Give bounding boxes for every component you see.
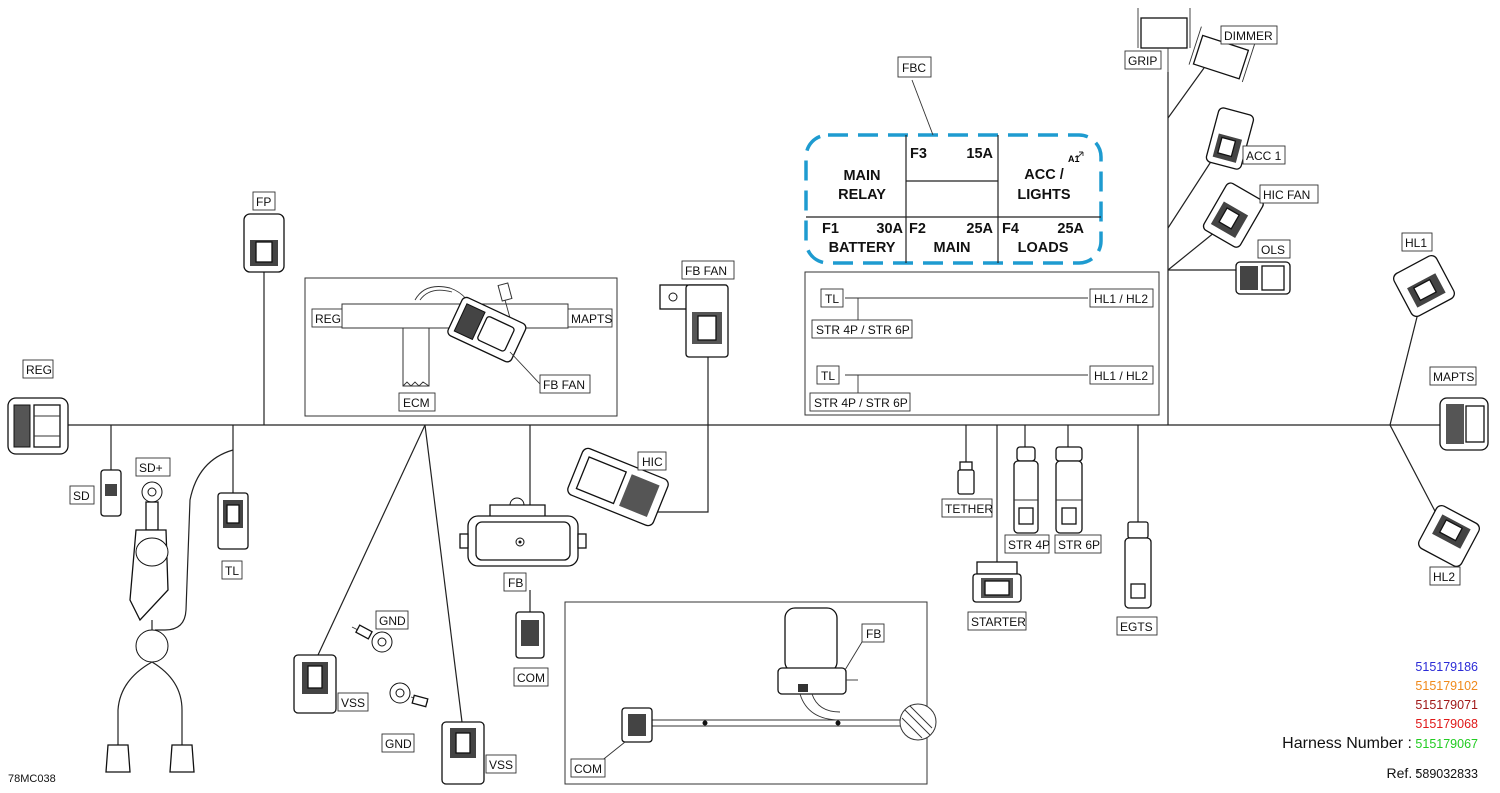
label-sd: SD: [73, 489, 90, 503]
fbc-f1-name: BATTERY: [829, 240, 896, 256]
fbc-f2-name: MAIN: [933, 240, 970, 256]
harness-number-5: 515179067: [1415, 737, 1478, 751]
inset-com-com-label: COM: [574, 762, 602, 776]
fbc-f4-rating: 25A: [1057, 221, 1084, 237]
inset-tl-hl: TL HL1 / HL2 STR 4P / STR 6P TL HL1 / HL…: [804, 271, 1160, 416]
fbc-f2-rating: 25A: [966, 221, 993, 237]
label-com: COM: [517, 671, 545, 685]
label-grip: GRIP: [1128, 54, 1157, 68]
fbc-acc-line2: LIGHTS: [1017, 187, 1070, 203]
harness-number-1: 515179186: [1415, 660, 1478, 674]
inset-com-fb: FB COM: [564, 601, 937, 785]
module-fb: [459, 497, 587, 567]
harness-number-2: 515179102: [1415, 679, 1478, 693]
fbc-f3: F3: [910, 146, 927, 162]
label-hic-fan: HIC FAN: [1263, 188, 1310, 202]
connector-starter: [972, 561, 1022, 603]
connector-acc1: [1205, 107, 1255, 170]
fbc-f4-name: LOADS: [1018, 240, 1069, 256]
connector-vss-2: [441, 721, 485, 785]
label-hl1: HL1: [1405, 236, 1427, 250]
fbc-tag-box: [897, 56, 932, 78]
fbc-f1: F1: [822, 221, 839, 237]
fuse-box-fbc: FBC MAIN RELAY F3 15A ACC / LIGHTS A1 F1…: [804, 56, 1103, 265]
inset-str-2: STR 4P / STR 6P: [814, 396, 908, 410]
label-str6p: STR 6P: [1058, 538, 1100, 552]
label-tl: TL: [225, 564, 239, 578]
connector-egts: [1124, 521, 1152, 609]
label-tether: TETHER: [945, 502, 993, 516]
inset1-ecm: ECM: [403, 396, 430, 410]
label-sd-plus: SD+: [139, 461, 163, 475]
connector-vss-1: [293, 654, 337, 714]
connector-tether: [957, 461, 975, 495]
label-mapts: MAPTS: [1433, 370, 1474, 384]
connector-ols: [1235, 261, 1291, 295]
fbc-tag: FBC: [902, 61, 926, 75]
fbc-outline: [804, 133, 1103, 265]
connector-grip: [1137, 8, 1191, 72]
connector-sd-plus: [105, 481, 195, 773]
fbc-f4: F4: [1002, 221, 1019, 237]
inset-ecm-fbfan: REG MAPTS ECM FB FAN: [304, 277, 618, 417]
label-fb-fan: FB FAN: [685, 264, 727, 278]
harness-number-label: Harness Number :: [1282, 735, 1412, 752]
inset1-fb-fan: FB FAN: [543, 378, 585, 392]
connector-mapts: [1439, 397, 1489, 451]
label-vss-1: VSS: [341, 696, 365, 710]
footer: 78MC038 515179186 515179102 515179071 51…: [8, 660, 1478, 785]
inset-hl-1: HL1 / HL2: [1094, 292, 1148, 306]
fbc-main-relay-line2: RELAY: [838, 187, 886, 203]
connector-hic: [567, 447, 669, 527]
connector-hic-fan: [1202, 182, 1264, 248]
label-fb: FB: [508, 576, 523, 590]
fbc-f1-rating: 30A: [876, 221, 903, 237]
label-dimmer: DIMMER: [1224, 29, 1273, 43]
inset-tl-2: TL: [821, 369, 835, 383]
gnd-ring-2: [389, 682, 429, 708]
label-gnd-1: GND: [379, 614, 406, 628]
harness-number-4: 515179068: [1415, 717, 1478, 731]
connector-fp: [243, 213, 285, 273]
fbc-main-relay-line1: MAIN: [843, 168, 880, 184]
connector-hl1: [1393, 255, 1455, 317]
inset1-reg: REG: [315, 312, 341, 326]
label-acc1: ACC 1: [1246, 149, 1282, 163]
label-str4p: STR 4P: [1008, 538, 1050, 552]
connector-tl: [217, 492, 249, 550]
label-hic: HIC: [642, 455, 663, 469]
arrow-icon: [1076, 151, 1084, 159]
connector-reg: [7, 397, 69, 455]
label-starter: STARTER: [971, 615, 1026, 629]
ref-value: 589032833: [1415, 767, 1478, 781]
label-ols: OLS: [1261, 243, 1285, 257]
connector-str4p: [1013, 446, 1039, 534]
inset-tl-1: TL: [825, 292, 839, 306]
inset-com-fb-label: FB: [866, 627, 881, 641]
ref-label: Ref. :: [1387, 765, 1420, 781]
labels: REG FP SD SD+ TL FB FAN HIC FB COM GND V…: [22, 25, 1477, 774]
inset-str-1: STR 4P / STR 6P: [816, 323, 910, 337]
inset1-mapts: MAPTS: [571, 312, 612, 326]
label-reg: REG: [26, 363, 52, 377]
label-egts: EGTS: [1120, 620, 1153, 634]
connector-com: [515, 590, 545, 659]
harness-number-3: 515179071: [1415, 698, 1478, 712]
fbc-f2: F2: [909, 221, 926, 237]
connector-str6p: [1055, 446, 1083, 534]
label-hl2: HL2: [1433, 570, 1455, 584]
fbc-acc-line1: ACC /: [1024, 167, 1063, 183]
gnd-ring-1: [355, 624, 393, 653]
label-vss-2: VSS: [489, 758, 513, 772]
connector-sd: [100, 469, 122, 517]
diagram-code: 78MC038: [8, 773, 56, 785]
connector-hl2: [1418, 505, 1480, 567]
inset-hl-2: HL1 / HL2: [1094, 369, 1148, 383]
label-fp: FP: [256, 195, 271, 209]
fbc-f3-rating: 15A: [966, 146, 993, 162]
connector-fb-fan: [659, 284, 729, 358]
label-gnd-2: GND: [385, 737, 412, 751]
fbc-a1: A1: [1068, 154, 1080, 164]
